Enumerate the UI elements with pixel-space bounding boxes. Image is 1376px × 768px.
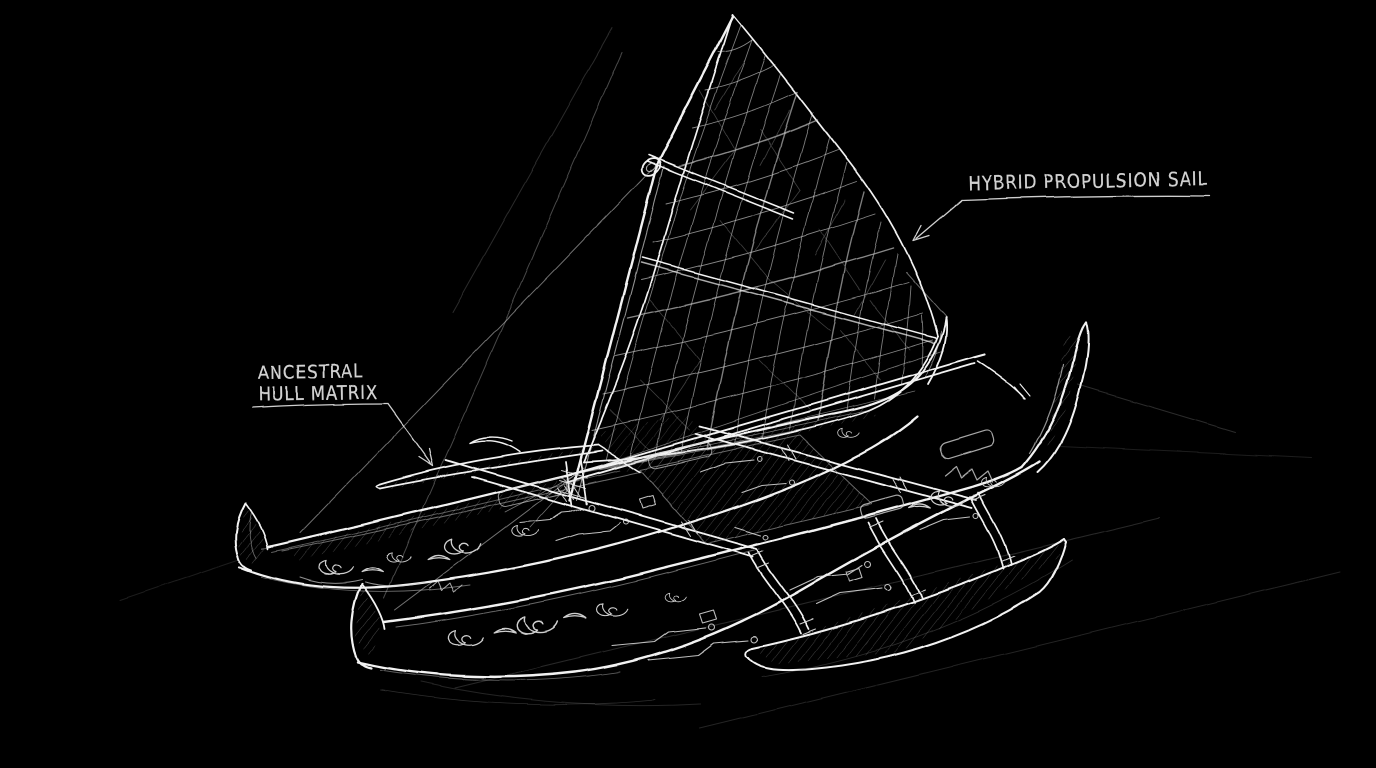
hull-leader-arrowhead xyxy=(418,448,434,467)
near-hull-stern-hatch xyxy=(1046,333,1080,455)
hull-annotation-line1: ANCESTRAL xyxy=(258,360,364,384)
annotation-hull: ANCESTRAL HULL MATRIX xyxy=(251,360,434,467)
tattoo-motifs xyxy=(299,428,1006,646)
sail-label-underline xyxy=(961,195,1211,201)
hull-annotation-line2: HULL MATRIX xyxy=(258,382,378,406)
rigging-lines xyxy=(261,51,948,611)
deck-platform xyxy=(598,414,873,545)
hull-leader-line xyxy=(387,403,432,465)
outrigger-struts xyxy=(748,492,1015,635)
gaff-spar xyxy=(646,154,795,220)
hybrid-propulsion-sail xyxy=(558,14,1031,507)
sail-annotation-text: HYBRID PROPULSION SAIL xyxy=(968,168,1208,195)
far-hull-prow-hatch xyxy=(238,506,266,566)
steering-paddle xyxy=(375,436,641,489)
near-hull xyxy=(350,320,1090,706)
circuit-traces xyxy=(519,455,980,661)
sail-leader-arrowhead xyxy=(912,225,930,242)
mast xyxy=(558,15,735,507)
near-hull-prow-hatch xyxy=(355,588,382,657)
annotation-sail: HYBRID PROPULSION SAIL xyxy=(912,168,1211,242)
sail-grid-seams xyxy=(605,24,924,462)
hull-label-underline xyxy=(251,403,389,409)
construction-speed-lines xyxy=(119,27,1341,729)
sail-leader-line xyxy=(915,199,963,240)
far-hull xyxy=(235,317,948,592)
sail-battens xyxy=(591,39,934,431)
sprit-spar xyxy=(640,257,937,344)
far-hull-gunwale-hatch xyxy=(290,480,567,561)
outrigger-float xyxy=(744,492,1073,678)
sail-triangulation xyxy=(609,59,911,451)
